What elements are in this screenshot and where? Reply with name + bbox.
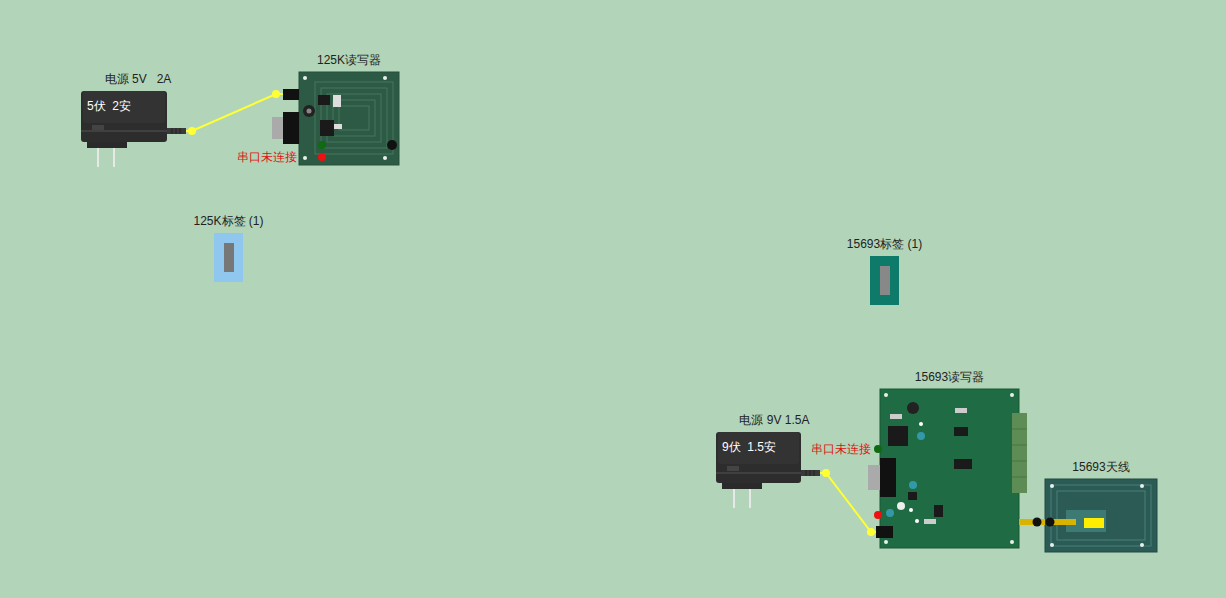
adapter-9v bbox=[716, 432, 801, 508]
node-title: 125K读写器 bbox=[317, 53, 381, 67]
node-title: 电源 9V 1.5A bbox=[739, 413, 809, 427]
rating-text: 5伏 2安 bbox=[87, 99, 131, 113]
tag-125k bbox=[214, 233, 243, 282]
antenna-15693 bbox=[1045, 479, 1157, 552]
node-title: 电源 5V 2A bbox=[105, 72, 172, 86]
tag-15693 bbox=[870, 256, 899, 305]
status-text: 串口未连接 bbox=[811, 442, 871, 456]
power-wire bbox=[801, 473, 880, 532]
rfid-tag: 15693标签 (1) bbox=[870, 256, 899, 305]
node-title: 15693标签 (1) bbox=[847, 237, 922, 251]
reader-15693 bbox=[868, 389, 1027, 548]
adapter-5v bbox=[81, 91, 167, 167]
power-adapter: 电源 5V 2A5伏 2安 bbox=[81, 91, 167, 142]
antenna-board: 15693天线 bbox=[1045, 479, 1157, 552]
rfid-tag: 125K标签 (1) bbox=[214, 233, 243, 282]
power-adapter: 电源 9V 1.5A9伏 1.5安 bbox=[716, 432, 801, 483]
status-text: 串口未连接 bbox=[237, 150, 297, 164]
reader-125k bbox=[299, 72, 399, 165]
reader-board: 15693读写器 bbox=[880, 389, 1019, 548]
reader-board: 125K读写器 bbox=[299, 72, 399, 165]
node-title: 125K标签 (1) bbox=[193, 214, 263, 228]
rating-text: 9伏 1.5安 bbox=[722, 440, 776, 454]
node-title: 15693读写器 bbox=[915, 370, 984, 384]
node-title: 15693天线 bbox=[1072, 460, 1129, 474]
